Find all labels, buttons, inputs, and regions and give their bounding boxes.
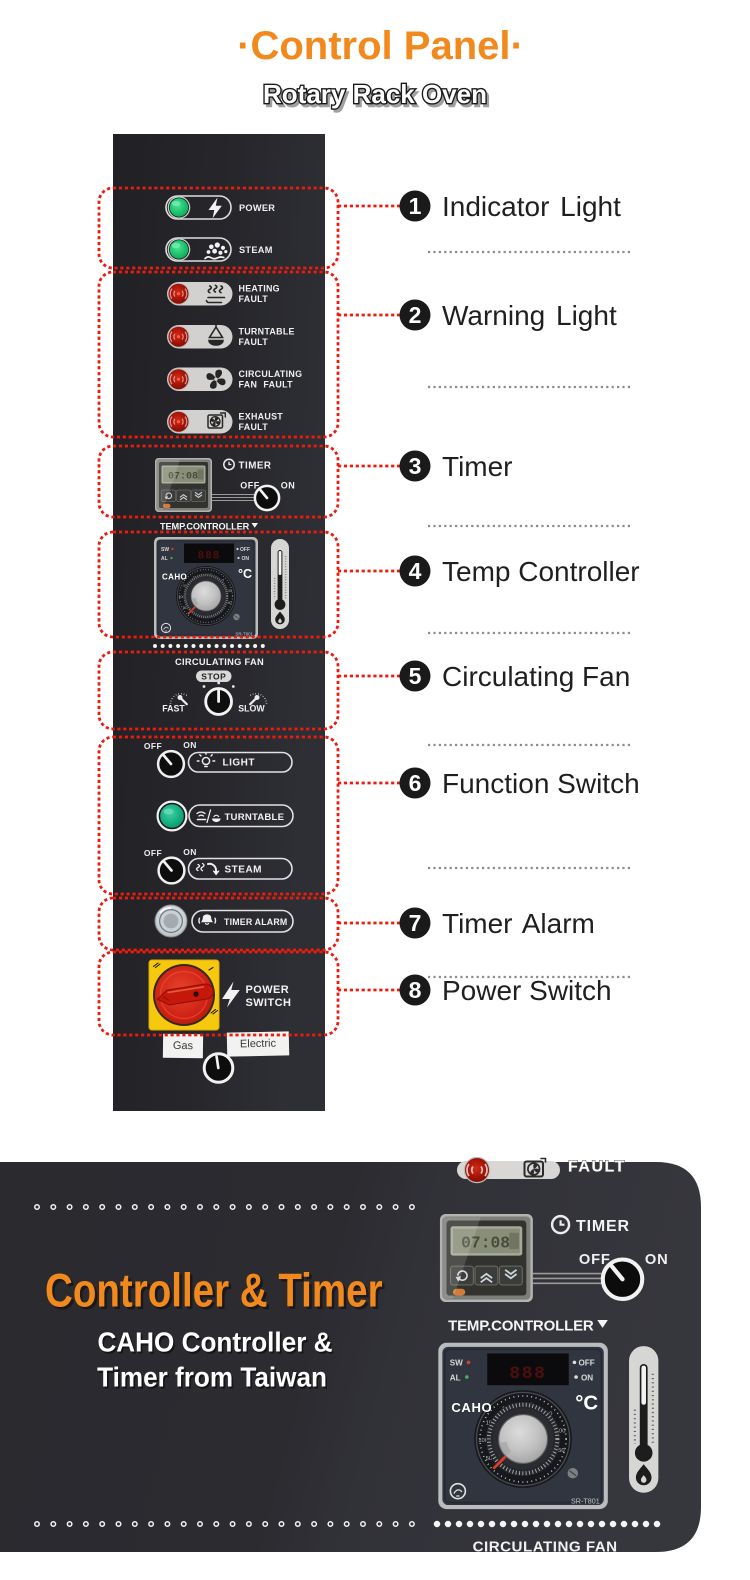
svg-text:Controller & Timer: Controller & Timer: [45, 1265, 383, 1317]
svg-text:Gas: Gas: [173, 1040, 194, 1052]
svg-text:Timer from Taiwan: Timer from Taiwan: [99, 1364, 329, 1395]
svg-text:FAULT: FAULT: [239, 337, 269, 347]
svg-text:TIMER: TIMER: [239, 461, 272, 472]
svg-text:Electric: Electric: [240, 1038, 277, 1051]
svg-text:2: 2: [409, 302, 422, 328]
svg-text:POWER: POWER: [239, 203, 275, 213]
svg-text:7: 7: [409, 910, 422, 936]
svg-text:CAHO: CAHO: [162, 573, 187, 582]
svg-text:1: 1: [409, 193, 422, 219]
svg-text:EXHAUST: EXHAUST: [239, 412, 284, 422]
svg-text:300: 300: [226, 589, 232, 593]
svg-text:SWITCH: SWITCH: [246, 997, 292, 1009]
svg-text:888: 888: [198, 551, 221, 563]
svg-text:SLOW: SLOW: [238, 704, 265, 714]
svg-text:STEAM: STEAM: [225, 865, 263, 876]
svg-text:3: 3: [409, 453, 422, 479]
svg-text:ON: ON: [183, 847, 197, 857]
svg-text:TURNTABLE: TURNTABLE: [225, 812, 285, 823]
svg-text:TEMP.CONTROLLER: TEMP.CONTROLLER: [160, 522, 250, 532]
svg-text:Indicator Light: Indicator Light: [442, 191, 621, 222]
svg-text:FAULT: FAULT: [239, 294, 269, 304]
svg-text:LIGHT: LIGHT: [223, 758, 256, 769]
svg-text:TURNTABLE: TURNTABLE: [239, 327, 295, 337]
svg-text:50: 50: [183, 606, 187, 610]
svg-text:Timer: Timer: [442, 451, 513, 482]
svg-text:SW: SW: [161, 547, 169, 553]
svg-text:100: 100: [179, 595, 185, 599]
svg-text:CIRCULATING FAN: CIRCULATING FAN: [175, 657, 264, 667]
svg-text:·Control Panel·: ·Control Panel·: [237, 24, 524, 68]
svg-text:8: 8: [409, 977, 422, 1003]
svg-text:FAULT: FAULT: [239, 422, 269, 432]
svg-text:FAULT: FAULT: [568, 1159, 626, 1176]
svg-text:Temp Controller: Temp Controller: [442, 556, 640, 587]
svg-text:AL: AL: [161, 556, 168, 562]
svg-text:OFF: OFF: [144, 741, 162, 751]
svg-text:Power Switch: Power Switch: [442, 975, 612, 1006]
svg-text:OFF: OFF: [144, 848, 162, 858]
svg-text:POWER: POWER: [246, 984, 290, 996]
svg-text:350: 350: [226, 601, 232, 605]
svg-text:CAHO Controller &: CAHO Controller &: [99, 1329, 334, 1360]
svg-text:CIRCULATING: CIRCULATING: [239, 369, 303, 379]
svg-text:CAHO Controller &: CAHO Controller &: [97, 1327, 332, 1358]
svg-text:HEATING: HEATING: [239, 284, 280, 294]
svg-text:4: 4: [409, 558, 422, 584]
svg-text:°C: °C: [238, 567, 252, 581]
svg-text:FAN FAULT: FAN FAULT: [239, 380, 294, 390]
svg-text:Controller & Timer: Controller & Timer: [48, 1267, 386, 1319]
svg-text:ON: ON: [281, 481, 296, 491]
svg-text:Function Switch: Function Switch: [442, 768, 640, 799]
svg-text:07:08: 07:08: [168, 472, 198, 483]
svg-text:Circulating Fan: Circulating Fan: [442, 661, 630, 692]
svg-text:5: 5: [409, 663, 422, 689]
svg-text:Rotary Rack Oven: Rotary Rack Oven: [266, 82, 490, 112]
svg-text:Warning Light: Warning Light: [442, 300, 617, 331]
svg-text:Timer from Taiwan: Timer from Taiwan: [97, 1362, 327, 1393]
svg-text:Timer Alarm: Timer Alarm: [442, 908, 595, 939]
svg-text:OFF: OFF: [240, 481, 260, 491]
svg-text:OFF: OFF: [240, 547, 250, 553]
svg-text:SR-T801: SR-T801: [235, 632, 253, 637]
svg-text:TIMER ALARM: TIMER ALARM: [224, 917, 287, 927]
svg-text:ON: ON: [242, 556, 250, 562]
svg-text:STEAM: STEAM: [239, 245, 273, 255]
svg-text:ON: ON: [183, 740, 197, 750]
svg-text:6: 6: [409, 770, 422, 796]
svg-text:STOP: STOP: [201, 672, 226, 682]
svg-text:FAST: FAST: [162, 704, 185, 714]
svg-text:Rotary Rack Oven: Rotary Rack Oven: [263, 79, 487, 109]
